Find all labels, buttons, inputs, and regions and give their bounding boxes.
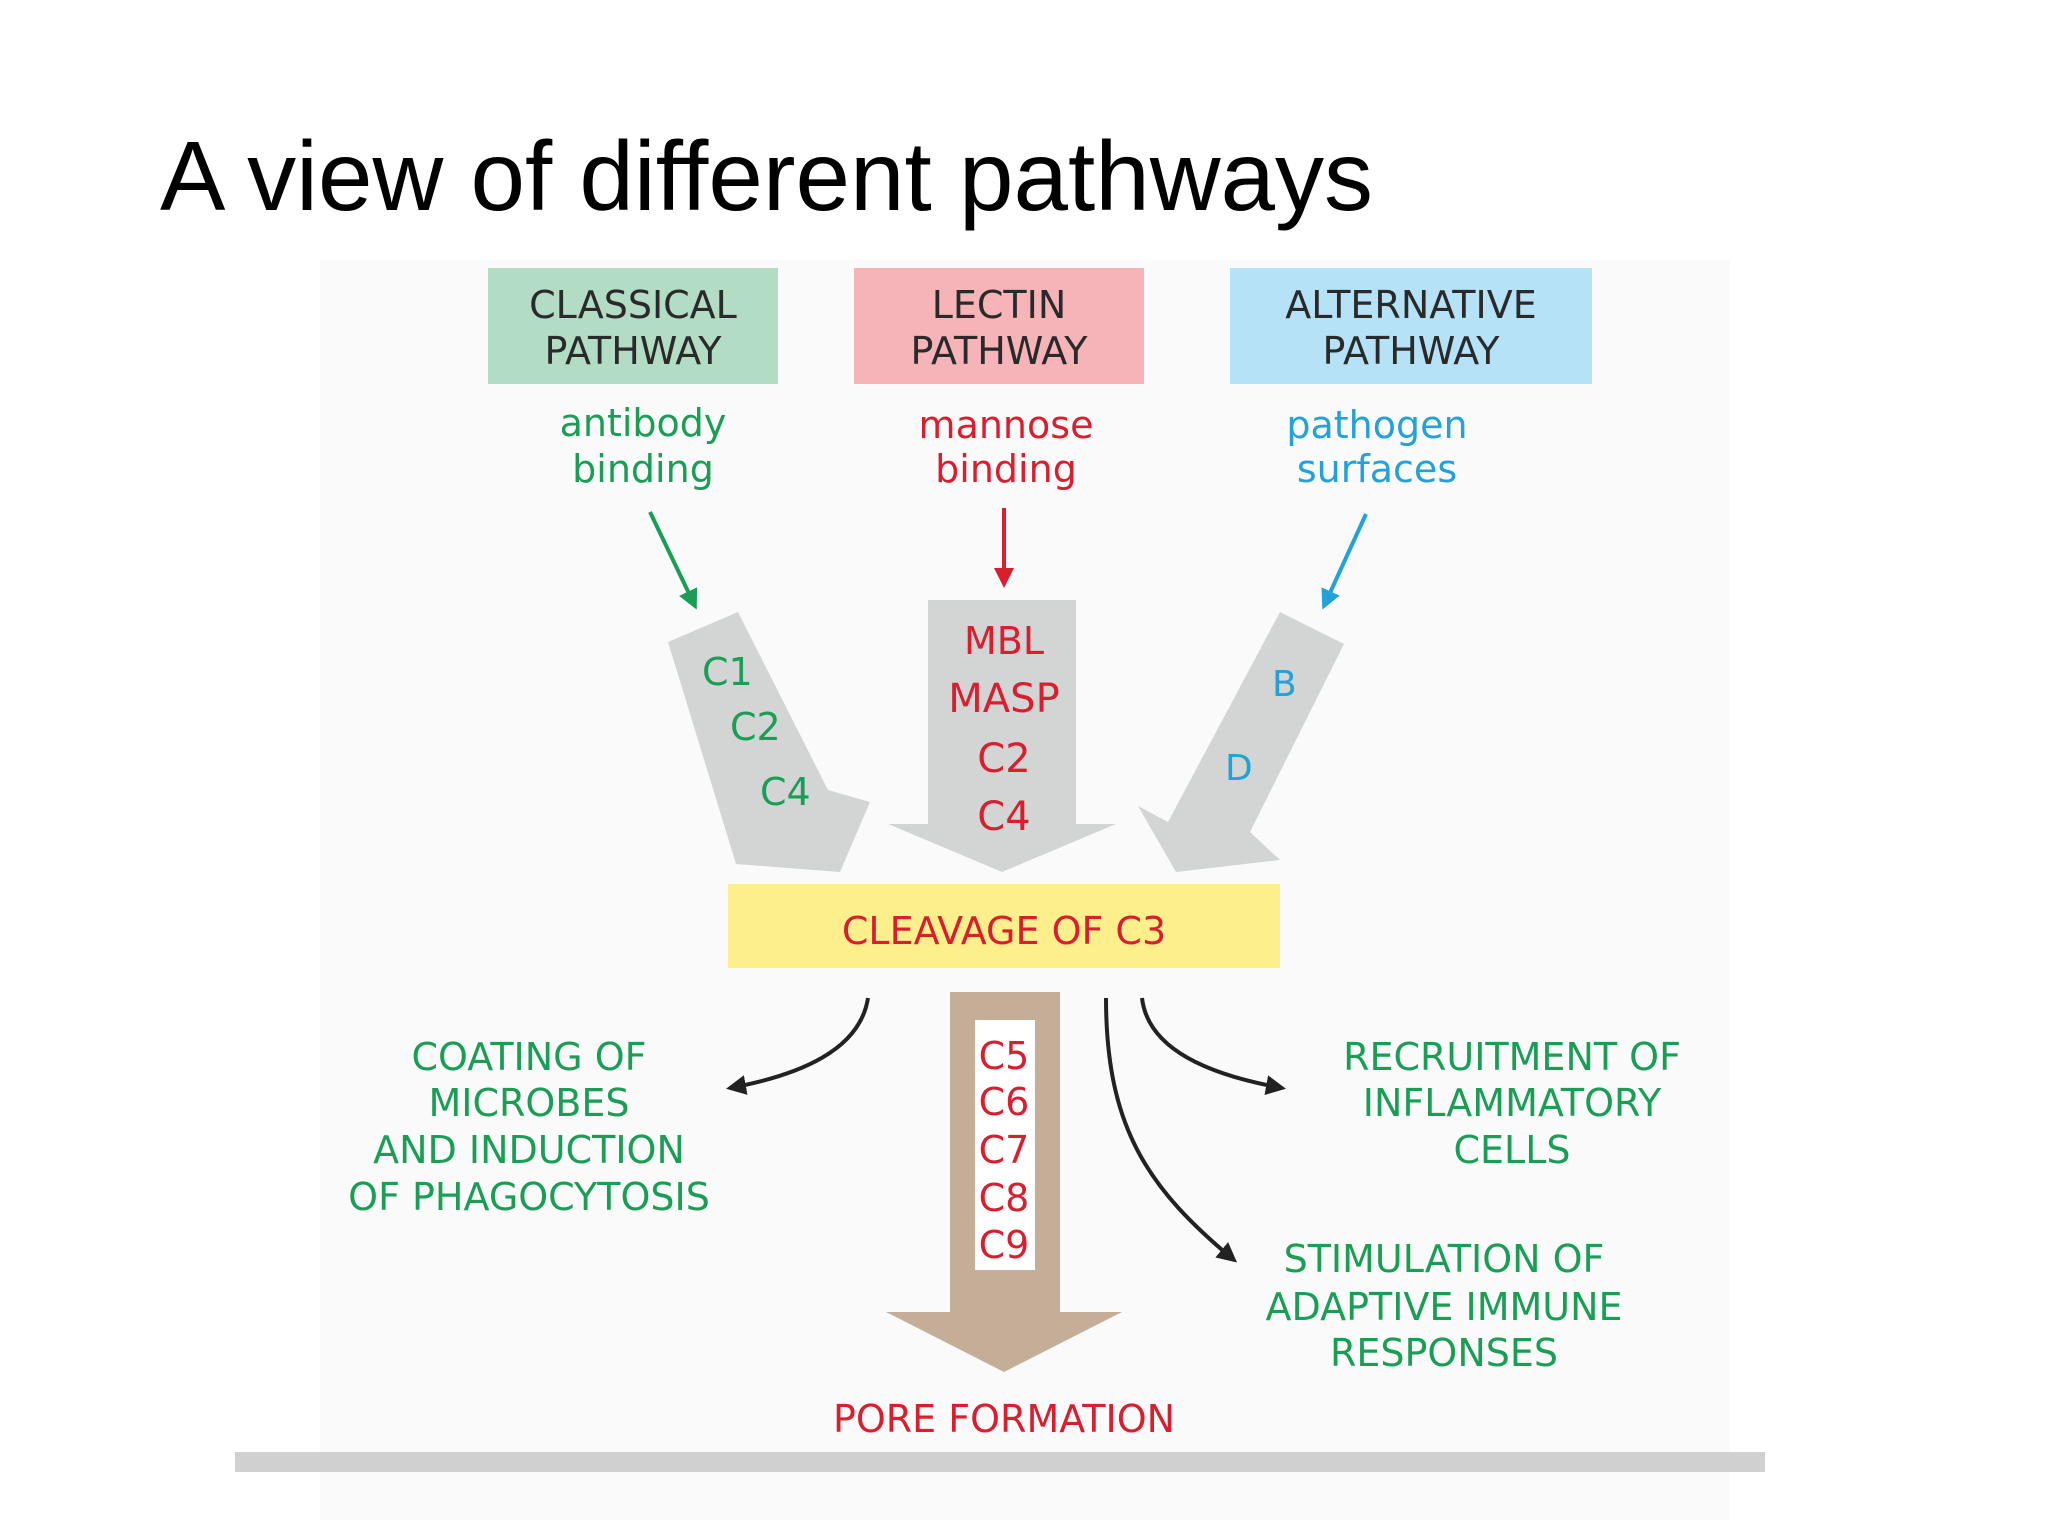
coating-outcome-arrow [726,997,870,1095]
recruitment-outcome-line2: INFLAMMATORY [1363,1081,1662,1125]
lectin-pathway-box [854,268,1144,384]
lectin-component-c4: C4 [977,794,1030,840]
classical-component-c1: C1 [702,650,753,694]
classical-pathway-box [488,268,778,384]
classical-trigger-line2: binding [572,447,714,491]
coating-outcome-line2: MICROBES [428,1081,629,1125]
lectin-trigger-line1: mannose [919,403,1094,447]
recruitment-outcome-line1: RECRUITMENT OF [1343,1035,1681,1079]
cleavage-of-c3-box [728,884,1280,968]
stimulation-outcome-line1: STIMULATION OF [1284,1237,1605,1281]
classical-trigger-line1: antibody [560,401,727,445]
coating-outcome-line4: OF PHAGOCYTOSIS [348,1175,710,1219]
classical-cascade-arrow [668,612,870,872]
recruitment-outcome-line3: CELLS [1453,1128,1570,1172]
terminal-component-c8: C8 [979,1176,1030,1220]
classical-trigger-arrow [648,511,698,610]
coating-outcome-line3: AND INDUCTION [373,1128,685,1172]
terminal-component-c7: C7 [979,1128,1030,1172]
terminal-components-panel [975,1020,1035,1270]
lectin-pathway-label-line1: LECTIN [932,283,1067,327]
terminal-component-c9: C9 [979,1223,1030,1267]
alternative-pathway-label-line2: PATHWAY [1322,329,1500,373]
slide-title: A view of different pathways [160,121,1373,231]
alternative-component-d: D [1225,748,1253,789]
alternative-pathway-box [1230,268,1592,384]
stimulation-outcome-line3: RESPONSES [1330,1331,1558,1375]
bottom-divider [235,1452,1765,1472]
classical-pathway-label-line1: CLASSICAL [529,283,737,327]
alternative-trigger-line2: surfaces [1297,447,1457,491]
alternative-component-b: B [1272,664,1297,705]
recruitment-outcome-arrow [1140,997,1286,1095]
lectin-trigger-line2: binding [935,447,1077,491]
classical-pathway-label-line2: PATHWAY [544,329,722,373]
coating-outcome-line1: COATING OF [412,1035,647,1079]
terminal-component-c5: C5 [979,1034,1030,1078]
pore-formation-label: PORE FORMATION [833,1397,1175,1441]
stimulation-outcome-arrow [1104,997,1238,1263]
alternative-cascade-arrow [1138,612,1344,872]
classical-component-c4: C4 [760,770,811,814]
alternative-trigger-line1: pathogen [1286,403,1467,447]
stimulation-outcome-line2: ADAPTIVE IMMUNE [1265,1285,1622,1329]
lectin-component-mbl: MBL [964,619,1044,663]
cleavage-of-c3-label: CLEAVAGE OF C3 [842,909,1166,953]
terminal-component-c6: C6 [979,1080,1030,1124]
lectin-component-masp: MASP [948,676,1059,722]
alternative-trigger-arrow [1321,513,1368,610]
classical-component-c2: C2 [730,705,781,749]
lectin-component-c2: C2 [977,736,1030,782]
lectin-pathway-label-line2: PATHWAY [910,329,1088,373]
alternative-pathway-label-line1: ALTERNATIVE [1285,283,1536,327]
lectin-cascade-arrow [888,600,1116,872]
